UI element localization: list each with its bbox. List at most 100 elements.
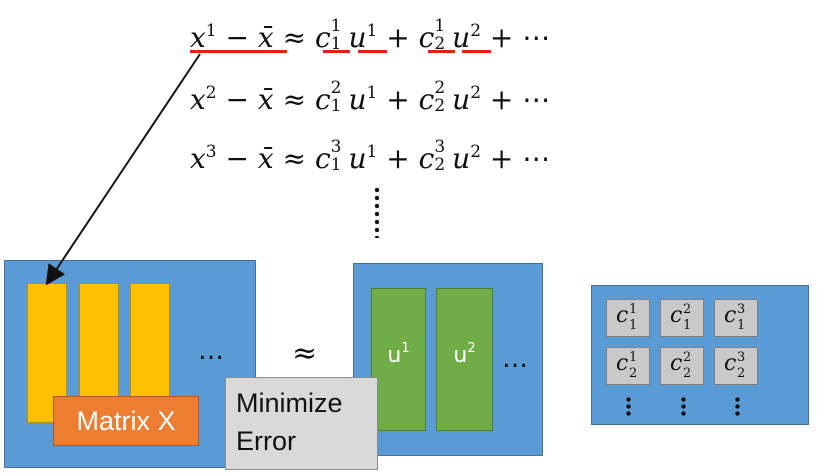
- minimize-error-box: Minimize Error: [225, 377, 378, 470]
- basis-u: u: [348, 142, 367, 175]
- minimize-line-2: Error: [236, 426, 296, 456]
- coef-sub: 1: [330, 33, 342, 54]
- coef-sub: 2: [434, 95, 446, 116]
- coef-sup: 3: [434, 136, 446, 157]
- trailing-ellipsis: ⋯: [522, 83, 551, 116]
- coef-base: c: [670, 351, 683, 376]
- plus-sign: +: [386, 21, 410, 54]
- coef-sup: 2: [330, 77, 342, 98]
- coef-c: c: [314, 21, 331, 54]
- u1-base: u: [387, 343, 402, 368]
- trailing-ellipsis: ⋯: [522, 142, 551, 175]
- coef-sub: 2: [737, 366, 746, 381]
- basis-u: u: [348, 83, 367, 116]
- underline-c11: [323, 50, 350, 53]
- lhs-x: x: [190, 142, 206, 175]
- coef-base: c: [670, 303, 683, 328]
- coef-col-1-ellipsis: [626, 396, 631, 418]
- coef-sup: 1: [330, 15, 342, 36]
- coef-base: c: [724, 303, 737, 328]
- coef-sup: 3: [330, 136, 342, 157]
- coef-sup: 2: [434, 77, 446, 98]
- lhs-sup: 3: [205, 142, 217, 162]
- coef-sub: 1: [330, 154, 342, 175]
- matrix-x-ellipsis: …: [198, 336, 225, 366]
- underline-lhs: [190, 50, 287, 53]
- coef-c: c: [418, 83, 435, 116]
- minimize-line-1: Minimize: [236, 388, 343, 418]
- basis-sup: 2: [470, 83, 482, 103]
- minus-sign: −: [225, 142, 249, 175]
- x-bar: x̄: [257, 83, 274, 116]
- approx-symbol: ≈: [292, 336, 318, 371]
- coef-c: c: [418, 21, 435, 54]
- lhs-sup: 2: [205, 83, 217, 103]
- coef-sup: 3: [737, 302, 746, 317]
- component-u2: u2: [436, 288, 493, 431]
- approx-sign: ≈: [282, 142, 307, 175]
- coef-sup: 2: [683, 350, 692, 365]
- minus-sign: −: [225, 21, 249, 54]
- coef-col-3-ellipsis: [735, 396, 740, 418]
- basis-u: u: [452, 142, 471, 175]
- coef-base: c: [724, 351, 737, 376]
- plus-sign: +: [489, 21, 514, 54]
- coef-sub: 1: [737, 318, 746, 333]
- coef-sup: 1: [434, 15, 446, 36]
- minus-sign: −: [225, 83, 249, 116]
- plus-sign: +: [386, 142, 410, 175]
- basis-sup: 1: [366, 83, 378, 103]
- plus-sign: +: [489, 142, 514, 175]
- x-bar: x̄: [257, 21, 274, 54]
- coef-sub: 2: [434, 33, 446, 54]
- underline-u2: [462, 50, 491, 53]
- coef-sub: 2: [434, 154, 446, 175]
- coef-sup: 3: [737, 350, 746, 365]
- approx-sign: ≈: [282, 21, 307, 54]
- components-ellipsis: …: [502, 344, 529, 374]
- basis-u: u: [452, 21, 471, 54]
- basis-u: u: [348, 21, 367, 54]
- lhs-x: x: [190, 21, 206, 54]
- lhs-sup: 1: [205, 21, 217, 41]
- coef-sup: 1: [629, 350, 638, 365]
- x-bar: x̄: [257, 142, 274, 175]
- approx-sign: ≈: [282, 83, 307, 116]
- coef-c: c: [314, 142, 331, 175]
- coef-sub: 1: [683, 318, 692, 333]
- u1-sup: 1: [401, 341, 410, 356]
- basis-sup: 2: [470, 21, 482, 41]
- underline-u1: [358, 50, 387, 53]
- basis-u: u: [452, 83, 471, 116]
- coef-sub: 1: [330, 95, 342, 116]
- component-u1: u1: [371, 288, 426, 431]
- vertical-ellipsis: [374, 186, 380, 238]
- coef-sub: 1: [629, 318, 638, 333]
- coef-sup: 2: [683, 302, 692, 317]
- underline-c21: [428, 50, 455, 53]
- coef-col-2-ellipsis: [681, 396, 686, 418]
- u2-base: u: [453, 343, 468, 368]
- coef-sub: 2: [683, 366, 692, 381]
- coef-base: c: [616, 303, 629, 328]
- trailing-ellipsis: ⋯: [522, 21, 551, 54]
- plus-sign: +: [489, 83, 514, 116]
- coef-base: c: [616, 351, 629, 376]
- coef-sub: 2: [629, 366, 638, 381]
- basis-sup: 1: [366, 21, 378, 41]
- basis-sup: 1: [366, 142, 378, 162]
- coef-sup: 1: [629, 302, 638, 317]
- basis-sup: 2: [470, 142, 482, 162]
- matrix-x-label: Matrix X: [53, 396, 199, 446]
- coef-c: c: [418, 142, 435, 175]
